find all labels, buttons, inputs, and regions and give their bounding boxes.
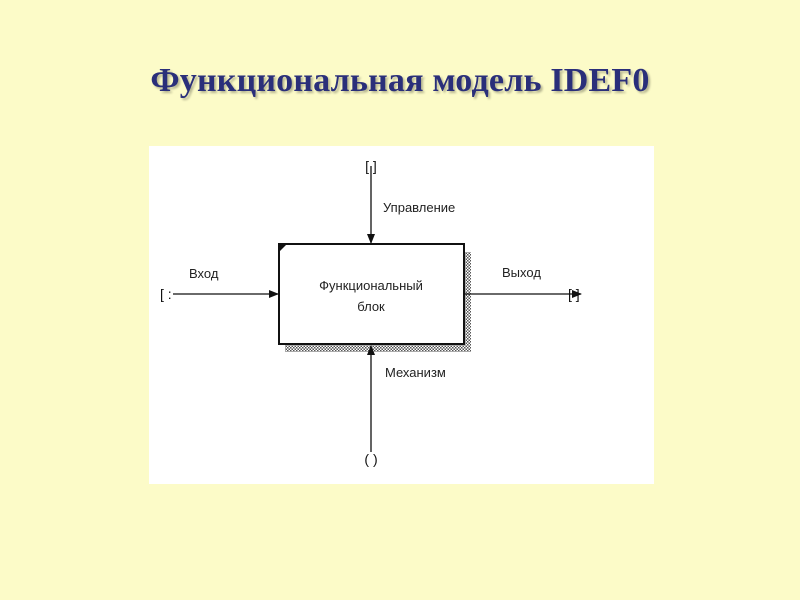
- idef0-diagram-canvas: Функциональный блок [ ] Управление [ : В…: [160, 158, 582, 467]
- function-block-label-line1: Функциональный: [319, 278, 423, 293]
- input-tunnel: [ :: [160, 286, 172, 302]
- output-tunnel: [ ]: [568, 286, 580, 302]
- blank-area: [385, 382, 481, 404]
- output-label: Выход: [502, 265, 541, 280]
- control-label: Управление: [383, 200, 455, 215]
- function-block-label-line2: блок: [357, 299, 385, 314]
- function-block[interactable]: [278, 243, 465, 345]
- function-block-corner-mark: [280, 245, 286, 251]
- control-tunnel: [ ]: [365, 158, 377, 174]
- slide-title: Функциональная модель IDEF0: [150, 62, 650, 99]
- idef0-diagram: Функциональный блок [ ] Управление [ : В…: [149, 146, 654, 484]
- mechanism-tunnel: ( ): [364, 451, 377, 467]
- mechanism-label: Механизм: [385, 365, 446, 380]
- input-label: Вход: [189, 266, 219, 281]
